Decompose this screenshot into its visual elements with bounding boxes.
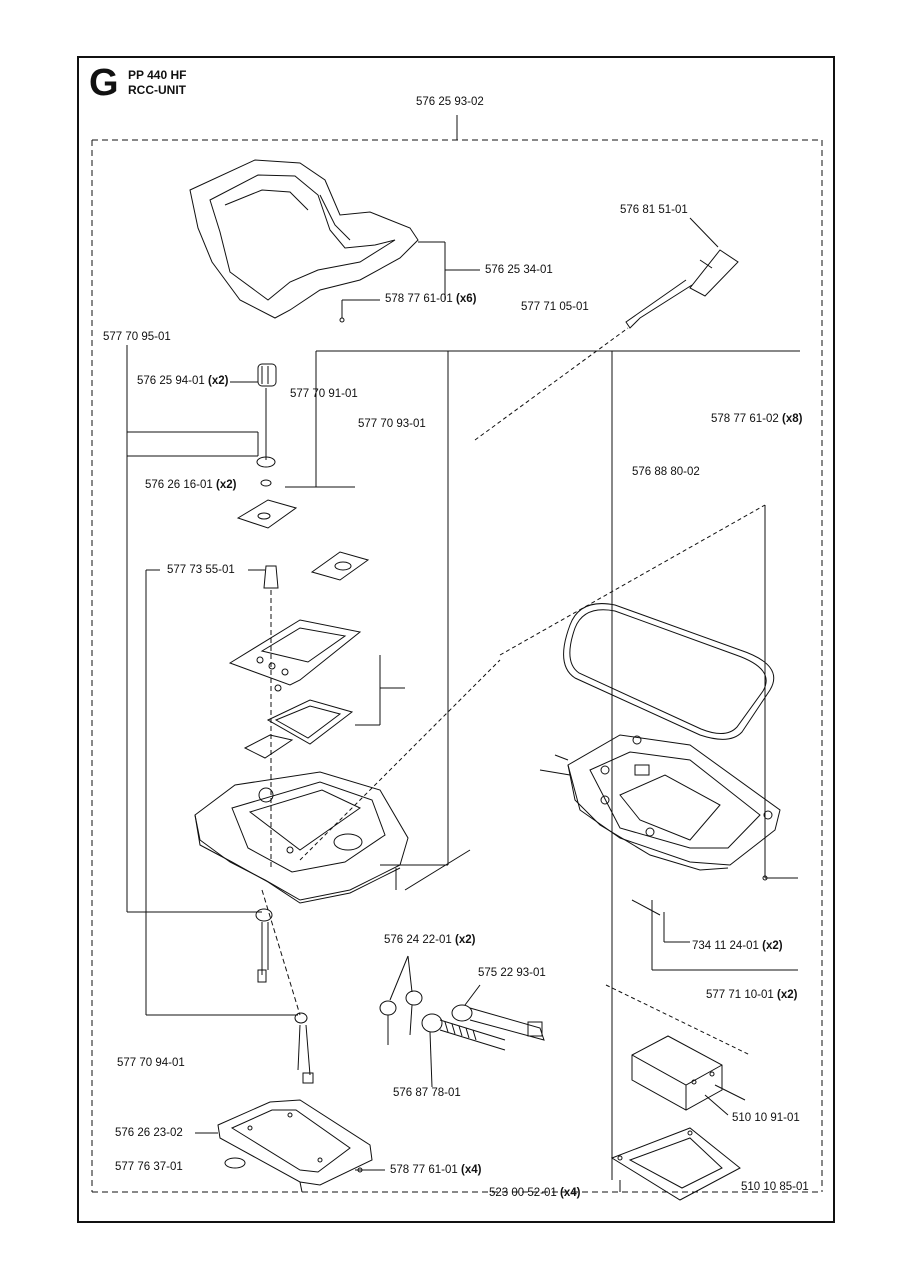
part-quantity: (x2) xyxy=(758,940,783,952)
part-number: 577 70 95-01 xyxy=(103,331,171,343)
part-label: 575 22 93-01 xyxy=(478,967,546,980)
part-label: 576 24 22-01 (x2) xyxy=(384,934,476,947)
contact-spring-part xyxy=(421,1013,506,1051)
part-label: 577 71 05-01 xyxy=(521,301,589,314)
part-number: 576 24 22-01 xyxy=(384,934,452,946)
antenna-part xyxy=(625,249,739,329)
part-label: 576 25 93-02 xyxy=(416,96,484,109)
part-label: 578 77 61-01 (x6) xyxy=(385,293,477,306)
part-number: 577 73 55-01 xyxy=(167,564,235,576)
terminal-clips-part xyxy=(379,990,423,1045)
part-quantity: (x2) xyxy=(212,479,237,491)
part-label: 577 70 94-01 xyxy=(117,1057,185,1070)
part-label: 577 70 95-01 xyxy=(103,331,171,344)
page-frame xyxy=(77,56,835,1223)
part-label: 510 10 91-01 xyxy=(732,1112,800,1125)
part-number: 576 26 23-02 xyxy=(115,1127,183,1139)
part-number: 734 11 24-01 xyxy=(692,940,759,952)
part-quantity: (x6) xyxy=(452,293,477,305)
part-number: 575 22 93-01 xyxy=(478,967,546,979)
part-label: 523 00 52-01 (x4) xyxy=(489,1187,581,1200)
charging-contact-part xyxy=(451,1004,545,1041)
connector-part xyxy=(263,565,279,589)
part-number: 510 10 85-01 xyxy=(741,1181,809,1193)
top-cover-part xyxy=(189,159,419,319)
part-label: 577 70 93-01 xyxy=(358,418,426,431)
battery-part xyxy=(631,1035,723,1111)
part-quantity: (x2) xyxy=(204,375,229,387)
part-quantity: (x2) xyxy=(451,934,476,946)
part-quantity: (x4) xyxy=(556,1187,581,1199)
plug-part xyxy=(224,1157,246,1169)
label-part xyxy=(310,551,370,581)
part-number: 576 81 51-01 xyxy=(620,204,688,216)
part-number: 576 25 93-02 xyxy=(416,96,484,108)
part-number: 576 87 78-01 xyxy=(393,1087,461,1099)
part-label: 576 25 34-01 xyxy=(485,264,553,277)
rear-housing-part xyxy=(567,734,781,871)
part-label: 577 76 37-01 xyxy=(115,1161,183,1174)
part-number: 577 70 93-01 xyxy=(358,418,426,430)
part-label: 578 77 61-02 (x8) xyxy=(711,413,803,426)
knob-part xyxy=(256,363,277,487)
part-number: 578 77 61-01 xyxy=(385,293,453,305)
part-number: 576 88 80-02 xyxy=(632,466,700,478)
part-label: 576 26 23-02 xyxy=(115,1127,183,1140)
part-number: 577 70 91-01 xyxy=(290,388,358,400)
part-label: 578 77 61-01 (x4) xyxy=(390,1164,482,1177)
part-label: 576 81 51-01 xyxy=(620,204,688,217)
part-number: 577 70 94-01 xyxy=(117,1057,185,1069)
part-label: 577 71 10-01 (x2) xyxy=(706,989,798,1002)
part-number: 578 77 61-01 xyxy=(390,1164,458,1176)
part-number: 577 76 37-01 xyxy=(115,1161,183,1173)
part-label: 576 87 78-01 xyxy=(393,1087,461,1100)
part-label: 576 25 94-01 (x2) xyxy=(137,375,229,388)
part-label: 577 73 55-01 xyxy=(167,564,235,577)
lower-housing-part xyxy=(194,771,409,904)
seal-ring-part xyxy=(563,603,775,740)
gasket-part xyxy=(243,734,294,759)
part-number: 577 71 05-01 xyxy=(521,301,589,313)
part-number: 523 00 52-01 xyxy=(489,1187,557,1199)
part-quantity: (x2) xyxy=(773,989,798,1001)
model-title: PP 440 HF xyxy=(128,68,187,82)
sensor-cable-part xyxy=(294,1012,314,1084)
assembly-title: RCC-UNIT xyxy=(128,83,186,97)
part-number: 576 25 94-01 xyxy=(137,375,205,387)
part-quantity: (x4) xyxy=(457,1164,482,1176)
cable-plug-part xyxy=(255,908,273,983)
battery-cover-part xyxy=(610,1127,741,1201)
part-label: 510 10 85-01 xyxy=(741,1181,809,1194)
part-number: 576 26 16-01 xyxy=(145,479,213,491)
section-letter: G xyxy=(89,62,119,104)
part-label: 577 70 91-01 xyxy=(290,388,358,401)
decal-part xyxy=(236,499,298,529)
part-number: 510 10 91-01 xyxy=(732,1112,800,1124)
base-plate-part xyxy=(217,1099,373,1193)
part-label: 576 26 16-01 (x2) xyxy=(145,479,237,492)
display-panel-part xyxy=(228,619,362,692)
part-quantity: (x8) xyxy=(778,413,803,425)
part-number: 578 77 61-02 xyxy=(711,413,779,425)
part-label: 576 88 80-02 xyxy=(632,466,700,479)
part-number: 576 25 34-01 xyxy=(485,264,553,276)
part-label: 734 11 24-01 (x2) xyxy=(692,940,783,953)
circuit-board-part xyxy=(266,699,354,745)
part-number: 577 71 10-01 xyxy=(706,989,774,1001)
